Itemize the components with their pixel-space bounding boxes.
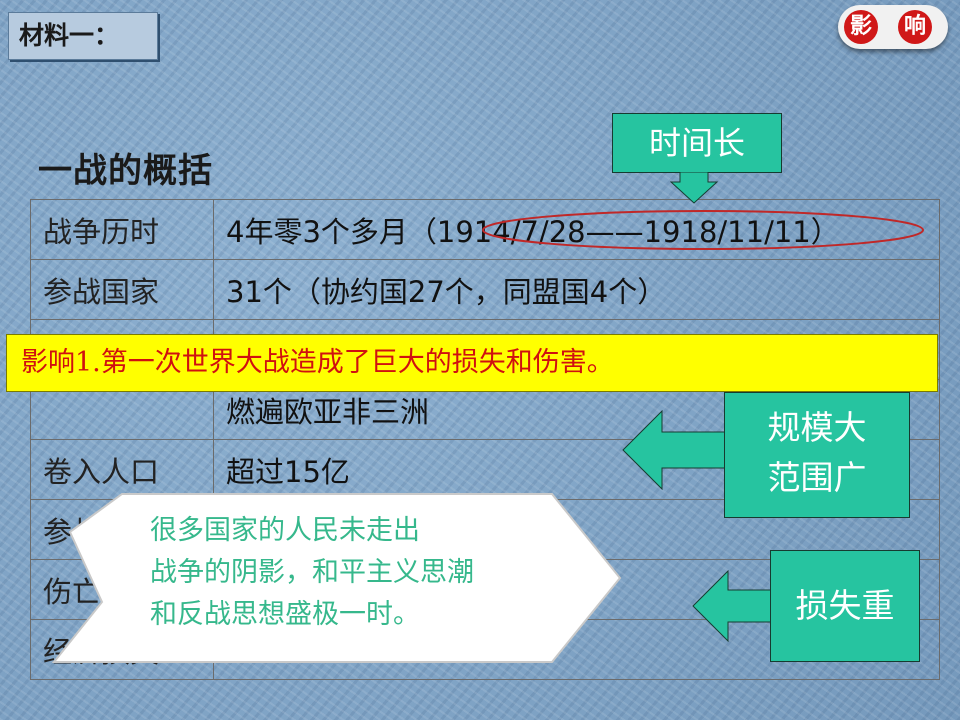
left-arrow-icon [622, 410, 726, 490]
badge-char-2: 响 [898, 10, 932, 44]
scale-callout: 规模大 范围广 [724, 392, 910, 518]
scale-callout-line: 规模大 [767, 408, 867, 447]
section-title: 一战的概括 [38, 151, 213, 191]
table-row-label: 卷入人口 [30, 439, 214, 500]
thought-callout-text: 很多国家的人民未走出 战争的阴影，和平主义思潮 和反战思想盛极一时。 [150, 510, 590, 636]
left-arrow-icon [692, 570, 772, 642]
thought-line: 和反战思想盛极一时。 [150, 599, 420, 630]
impact-banner: 影响1.第一次世界大战造成了巨大的损失和伤害。 [6, 334, 938, 392]
loss-callout: 损失重 [770, 550, 920, 662]
thought-line: 很多国家的人民未走出 [150, 515, 420, 546]
scale-callout-line: 范围广 [767, 458, 867, 497]
table-row-value: 31个（协约国27个，同盟国4个） [213, 259, 940, 320]
thought-callout-shape [52, 493, 622, 663]
impact-badge[interactable]: 影 响 [838, 5, 948, 49]
down-arrow-icon [670, 172, 718, 204]
thought-line: 战争的阴影，和平主义思潮 [150, 557, 474, 588]
table-row: 参战国家 31个（协约国27个，同盟国4个） [30, 259, 940, 320]
table-row-label: 参战国家 [30, 259, 214, 320]
table-row-label: 战争历时 [30, 199, 214, 260]
time-callout: 时间长 [612, 113, 782, 173]
date-highlight-ellipse [482, 210, 924, 250]
badge-char-1: 影 [844, 10, 878, 44]
material-label: 材料一： [8, 12, 158, 60]
